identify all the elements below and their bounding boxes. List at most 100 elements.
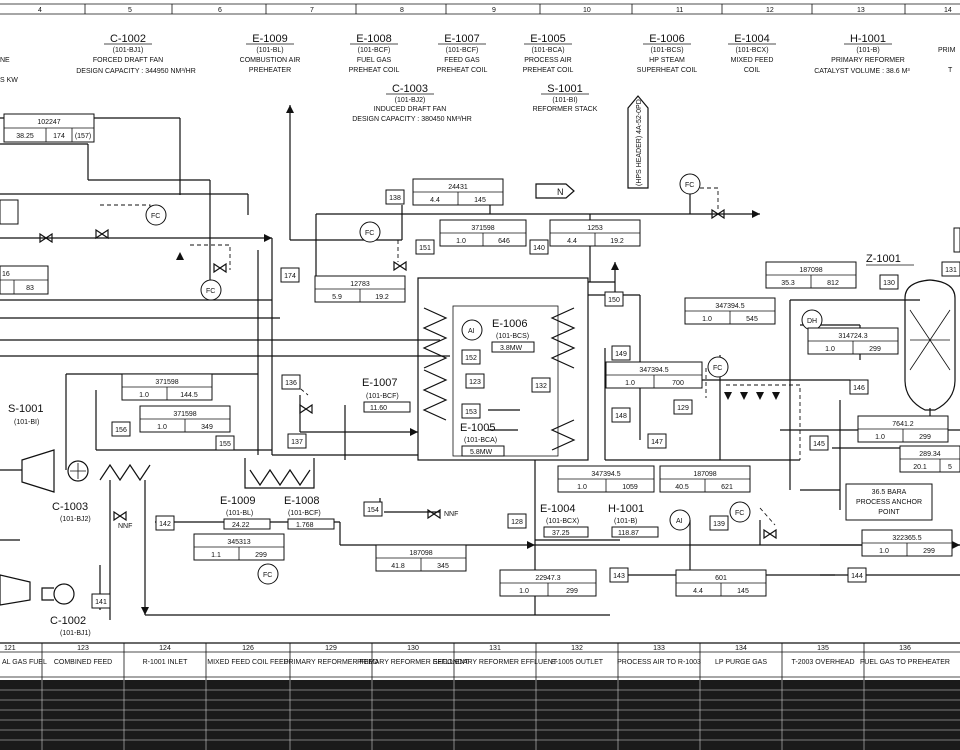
equipment-spec: PREHEAT COIL	[523, 67, 574, 74]
table-column-number: 131	[489, 645, 501, 652]
stream-tag-text: 156	[115, 427, 127, 434]
stream-box: 22947.3 1.0 299	[499, 569, 597, 597]
stream-tag-text: 150	[608, 297, 620, 304]
h1001-duty: 118.87	[618, 530, 639, 537]
flow-controller	[729, 501, 751, 523]
stream-pressure: 1.0	[825, 346, 835, 353]
stream-tag: 149	[611, 345, 631, 361]
stream-tag: 151	[415, 239, 435, 255]
stream-tag-text: 136	[285, 380, 297, 387]
fan-motor	[67, 460, 89, 482]
equipment-tag: E-1007	[444, 33, 479, 45]
table-column-number: 132	[571, 645, 583, 652]
e1007-tag: E-1007	[362, 377, 397, 389]
equipment-symbols: S-1001 (101-BI) C-1003 (101-BJ2) C-1002 …	[0, 253, 956, 637]
table-column-name: COMBINED FEED	[54, 659, 112, 666]
fc-label: FC	[206, 288, 215, 295]
stream-temperature: 299	[566, 588, 578, 595]
stream-tag-text: 140	[533, 245, 545, 252]
stream-tag: 129	[673, 399, 693, 415]
equipment-name: INDUCED DRAFT FAN	[374, 106, 447, 113]
equipment-code: (101-BCA)	[531, 47, 564, 54]
anchor-point-box	[845, 483, 933, 521]
equipment-name: FUEL GAS	[357, 57, 392, 64]
stream-temperature: 349	[201, 424, 213, 431]
stream-flow: 187098	[693, 471, 716, 478]
stream-temperature: 144.5	[180, 392, 198, 399]
stream-temperature: 621	[721, 484, 733, 491]
stream-tag-text: 128	[511, 519, 523, 526]
stream-box: 314724.3 1.0 299	[807, 327, 899, 355]
stream-box: 601 4.4 145	[675, 569, 767, 597]
e1006-code: (101-BCS)	[496, 333, 529, 340]
anchor-label: PROCESS ANCHOR	[856, 499, 922, 506]
equipment-tag: C-1003	[392, 83, 428, 95]
equipment-name: FEED GAS	[444, 57, 480, 64]
equipment-name: HP STEAM	[649, 57, 685, 64]
equipment-code: (101-BJ2)	[395, 97, 426, 104]
ai-label: AI	[468, 328, 475, 335]
grid-number: 10	[583, 7, 591, 14]
stream-tag: 141	[91, 593, 111, 609]
stream-box: 289.34 20.1 5	[899, 445, 960, 473]
nnf-label: NNF	[118, 523, 132, 530]
equipment-code: (101-BL)	[256, 47, 283, 54]
stream-box: 322365.5 1.0 299	[861, 529, 953, 557]
equipment-code: (101-BJ1)	[113, 47, 144, 54]
table-column-name: MIXED FEED COIL FEED	[207, 659, 288, 666]
stream-flow: 24431	[448, 184, 468, 191]
flow-controller	[200, 279, 222, 301]
e1004-code: (101-BCX)	[546, 518, 579, 525]
stream-box: 12783 5.9 19.2	[314, 275, 406, 303]
stream-pressure: 1.0	[879, 548, 889, 555]
n-label: N	[557, 187, 564, 197]
stream-temperature: 646	[498, 238, 510, 245]
table-column-number: 135	[817, 645, 829, 652]
table-column-name: SECONDARY REFORMER EFFLUENT	[433, 659, 558, 666]
stream-temperature: 700	[672, 380, 684, 387]
c1003-tag: C-1003	[52, 501, 88, 513]
stream-box: 187098 41.8 345	[375, 544, 467, 572]
equipment-tag: S-1001	[547, 83, 582, 95]
stream-tag-text: 123	[469, 379, 481, 386]
stream-flow: 347394.5	[591, 471, 620, 478]
stream-tag: 131	[941, 261, 960, 277]
equipment-code: (101-BCX)	[735, 47, 768, 54]
e1009-tag: E-1009	[220, 495, 255, 507]
equipment-header-e1004: E-1004 (101-BCX) MIXED FEED COIL	[728, 33, 776, 74]
stream-tag-text: 141	[95, 599, 107, 606]
instruments: FC FC FC FC FC FC FC AI AI DH	[145, 173, 823, 585]
grid-number: 6	[218, 7, 222, 14]
stream-pressure: 1.1	[211, 552, 221, 559]
stream-tag-text: 149	[615, 351, 627, 358]
equipment-name: PRIMARY REFORMER	[831, 57, 905, 64]
stream-box: 347394.5 1.0 700	[605, 361, 703, 389]
stream-temperature: 174	[53, 133, 65, 140]
equipment-header-s1001: S-1001 (101-BI) REFORMER STACK	[533, 83, 598, 113]
stream-tag: 143	[609, 567, 629, 583]
table-column-name: PRIMARY REFORMER FEED	[284, 659, 378, 666]
stream-tag-text: 151	[419, 245, 431, 252]
stream-flow: 187098	[409, 550, 432, 557]
stream-box: 16 83	[0, 265, 49, 295]
stream-tag-text: 139	[713, 521, 725, 528]
flow-controller	[145, 204, 167, 226]
ai-label: AI	[676, 518, 683, 525]
stream-tag: 123	[465, 373, 485, 389]
e1009-duty: 24.22	[232, 522, 250, 529]
stream-tag: 145	[809, 435, 829, 451]
grid-number: 5	[128, 7, 132, 14]
stream-temperature: 83	[26, 285, 34, 292]
stream-flow: 347394.5	[715, 303, 744, 310]
table-column-number: 121	[4, 645, 16, 652]
e1008-duty: 1.768	[296, 522, 314, 529]
table-column-name: PRIMARY REFORMER EFFLUENT	[357, 659, 469, 666]
equipment-tag: C-1002	[110, 33, 146, 45]
stream-temperature: 1059	[622, 484, 638, 491]
stream-box: 371598 1.0 646	[439, 219, 527, 247]
stream-flow: 347394.5	[639, 367, 668, 374]
equipment-tag: E-1005	[530, 33, 565, 45]
table-column-name: AL GAS FUEL	[2, 659, 47, 666]
table-column-name: FUEL GAS TO PREHEATER	[860, 659, 950, 666]
